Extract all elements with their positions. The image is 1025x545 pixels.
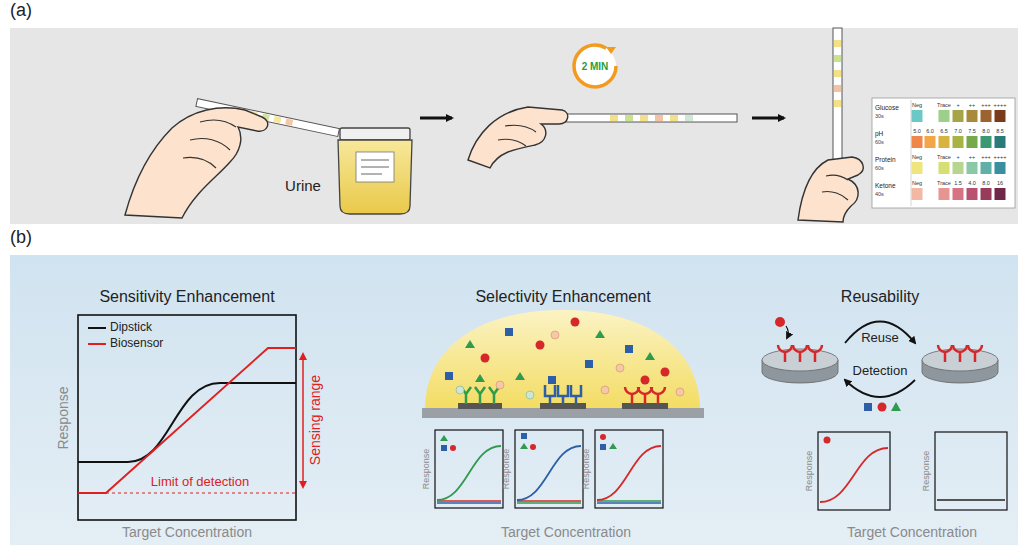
- chart-value: Neg: [912, 180, 922, 186]
- chart-value: 7.0: [954, 128, 962, 134]
- section-title: Selectivity Enhancement: [475, 288, 650, 306]
- color-cell: [912, 188, 923, 200]
- chart-value: Trace: [937, 180, 951, 186]
- range-label: Sensing range: [308, 375, 323, 465]
- color-cell: [967, 110, 978, 122]
- test-time: 60s: [875, 139, 884, 145]
- legend-text: Biosensor: [110, 337, 163, 350]
- arrow-label: Detection: [853, 364, 908, 378]
- axis-label: Target Concentration: [501, 525, 631, 540]
- color-cell: [953, 136, 964, 148]
- color-cell: [995, 136, 1006, 148]
- color-cell: [939, 110, 950, 122]
- test-name: Glucose: [875, 104, 899, 111]
- axis-label: Response: [582, 449, 592, 490]
- color-cell: [981, 188, 992, 200]
- chart-value: 16: [997, 180, 1003, 186]
- test-time: 60s: [875, 165, 884, 171]
- chart-value: 8.0: [982, 128, 990, 134]
- axis-label: Response: [56, 386, 71, 449]
- chart-value: 6.0: [926, 128, 934, 134]
- test-name: pH: [875, 130, 883, 137]
- color-cell: [912, 110, 923, 122]
- color-cell: [995, 188, 1006, 200]
- arrow-label: Reuse: [861, 331, 899, 345]
- chart-value: Trace: [937, 102, 951, 108]
- fluid-label: Urine: [285, 178, 321, 195]
- color-cell: [981, 162, 992, 174]
- chart-value: Neg: [912, 154, 922, 160]
- chart-value: ++++: [994, 102, 1007, 108]
- panel-label: (a): [10, 0, 32, 21]
- color-cell: [939, 162, 950, 174]
- color-cell: [912, 136, 923, 148]
- test-time: 30s: [875, 113, 884, 119]
- threshold-label: Limit of detection: [151, 475, 249, 489]
- chart-value: 4.0: [968, 180, 976, 186]
- test-name: Protein: [875, 156, 896, 163]
- color-cell: [995, 162, 1006, 174]
- color-cell: [939, 188, 950, 200]
- chart-value: 8.0: [982, 180, 990, 186]
- color-cell: [995, 110, 1006, 122]
- color-cell: [953, 162, 964, 174]
- axis-label: Response: [502, 449, 512, 490]
- color-cell: [981, 110, 992, 122]
- color-cell: [967, 188, 978, 200]
- chart-value: +++: [981, 102, 991, 108]
- section-title: Reusability: [841, 288, 919, 306]
- chart-value: ++: [969, 102, 975, 108]
- chart-value: +: [956, 154, 959, 160]
- chart-value: 7.5: [968, 128, 976, 134]
- chart-value: Neg: [912, 102, 922, 108]
- axis-label: Target Concentration: [847, 525, 977, 540]
- color-cell: [967, 136, 978, 148]
- section-title: Sensitivity Enhancement: [99, 288, 274, 306]
- chart-value: ++: [969, 154, 975, 160]
- color-cell: [953, 110, 964, 122]
- chart-value: Trace: [937, 154, 951, 160]
- color-cell: [939, 136, 950, 148]
- color-cell: [912, 162, 923, 174]
- timer-text: 2 MIN: [582, 61, 609, 72]
- chart-value: ++++: [994, 154, 1007, 160]
- chart-value: 8.5: [996, 128, 1004, 134]
- color-cell: [953, 188, 964, 200]
- axis-label: Response: [805, 451, 815, 492]
- chart-value: 1.5: [954, 180, 962, 186]
- panel-label: (b): [10, 227, 32, 248]
- color-cell: [925, 136, 936, 148]
- axis-label: Target Concentration: [122, 525, 252, 540]
- axis-label: Response: [422, 449, 432, 490]
- axis-label: Response: [922, 451, 932, 492]
- chart-value: 5.0: [913, 128, 921, 134]
- color-cell: [981, 136, 992, 148]
- legend-text: Dipstick: [110, 321, 152, 334]
- chart-value: 6.5: [940, 128, 948, 134]
- test-time: 40s: [875, 191, 884, 197]
- test-name: Ketone: [875, 182, 896, 189]
- chart-value: +: [956, 102, 959, 108]
- chart-value: +++: [981, 154, 991, 160]
- color-cell: [967, 162, 978, 174]
